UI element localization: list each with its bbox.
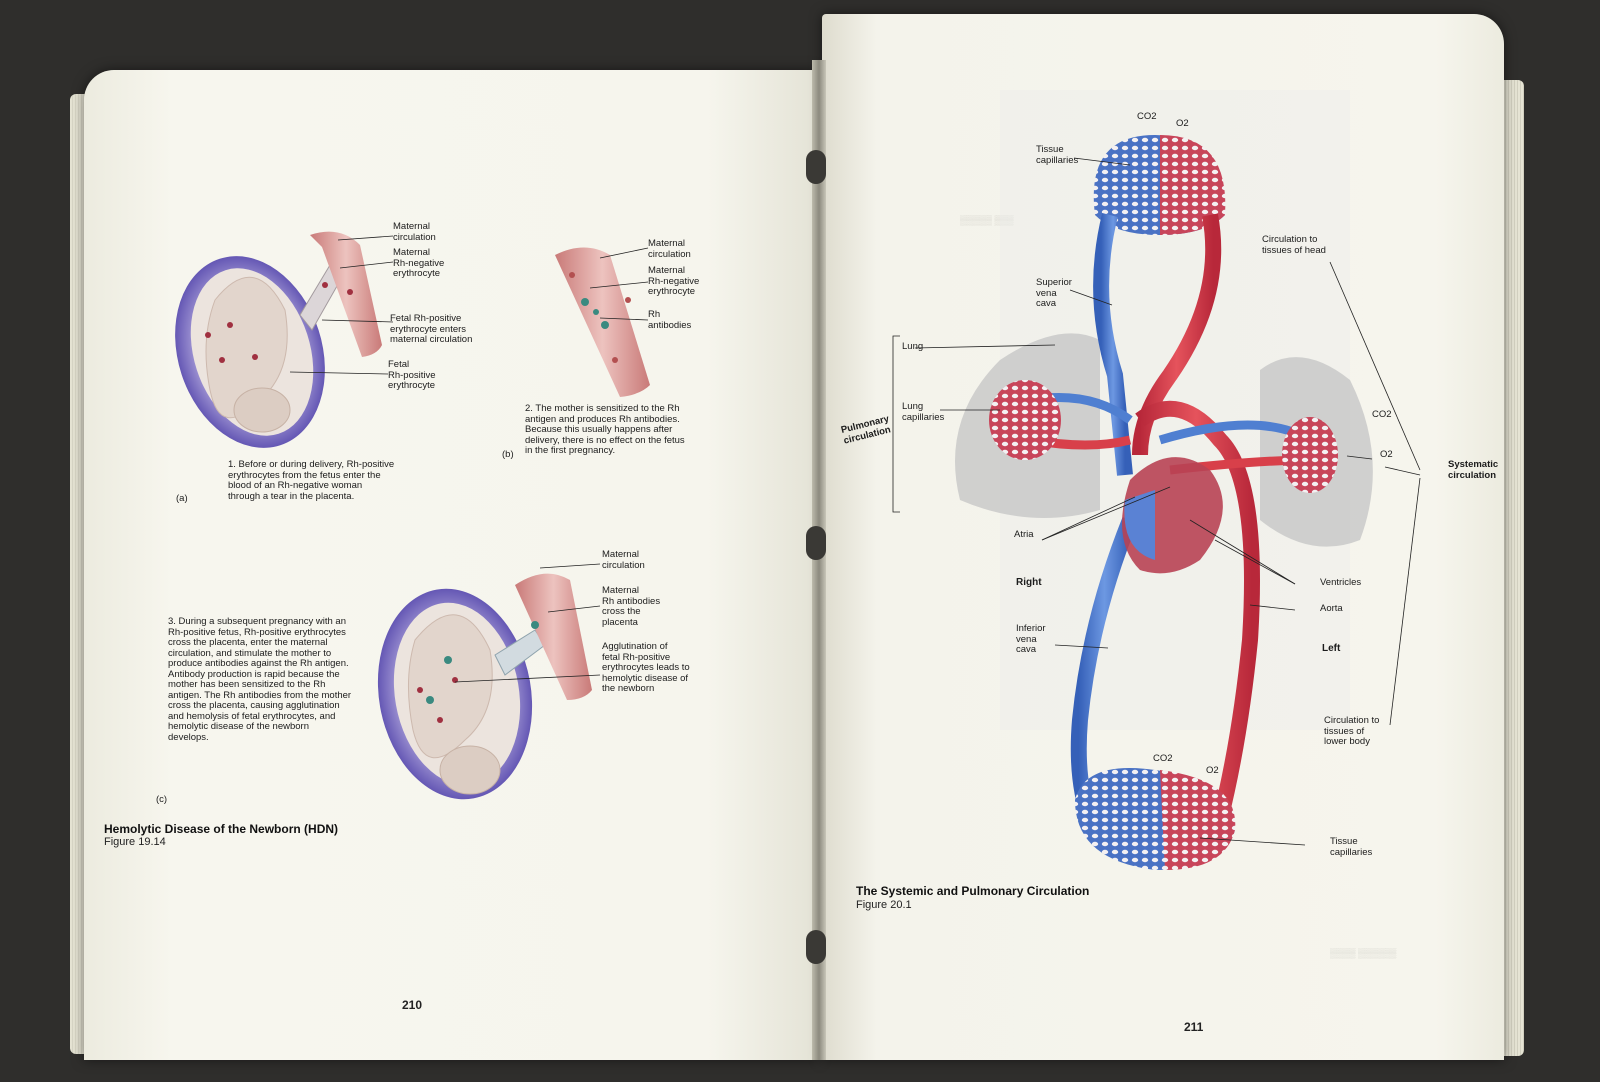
right-figure-number: Figure 20.1: [856, 899, 912, 911]
binder-hole-top: [806, 150, 826, 184]
circulation-head-label: Circulation to tissues of head: [1262, 234, 1326, 256]
co2-top-label: CO2: [1137, 111, 1157, 122]
systematic-circulation-label: Systematic circulation: [1448, 459, 1499, 481]
superior-vena-cava-label: Superior vena cava: [1036, 277, 1072, 309]
panel-b-label-rh-antibodies: Rh antibodies: [648, 309, 692, 331]
left-page: [84, 70, 818, 1060]
panel-a-letter: (a): [176, 493, 188, 504]
right-figure-title: The Systemic and Pulmonary Circulation: [856, 884, 1090, 898]
panel-a-label-fetal-enters: Fetal Rh-positive erythrocyte enters mat…: [390, 313, 473, 345]
o2-bottom-label: O2: [1206, 765, 1219, 776]
binder-hole-middle: [806, 526, 826, 560]
o2-top-label: O2: [1176, 118, 1189, 129]
lung-label: Lung: [902, 341, 924, 352]
panel-c-label-agglutination: Agglutination of fetal Rh-positive eryth…: [602, 641, 690, 694]
co2-bottom-label: CO2: [1153, 753, 1173, 764]
panel-b-label-maternal-circulation: Maternal circulation: [648, 238, 691, 260]
panel-a-label-rh-negative: Maternal Rh-negative erythrocyte: [393, 247, 445, 279]
aorta-label: Aorta: [1320, 603, 1343, 614]
panel-c-step-text: 3. During a subsequent pregnancy with an…: [168, 616, 352, 743]
inferior-vena-cava-label: Inferior vena cava: [1016, 623, 1046, 655]
panel-a-label-maternal-circulation: Maternal circulation: [393, 221, 436, 243]
right-side-label: Right: [1016, 577, 1042, 588]
binder-hole-bottom: [806, 930, 826, 964]
panel-a-label-fetal-rh-positive: Fetal Rh-positive erythrocyte: [388, 359, 436, 391]
co2-right-label: CO2: [1372, 409, 1392, 420]
left-figure-number: Figure 19.14: [104, 836, 166, 848]
right-page-number: 211: [1184, 1020, 1204, 1034]
atria-label: Atria: [1014, 529, 1034, 540]
panel-a-step-text: 1. Before or during delivery, Rh-positiv…: [228, 459, 395, 502]
left-figure-title: Hemolytic Disease of the Newborn (HDN): [104, 822, 339, 836]
circulation-lower-label: Circulation to tissues of lower body: [1324, 715, 1380, 747]
left-page-number: 210: [402, 998, 423, 1012]
book-spine: [812, 60, 826, 1060]
lung-capillaries-label: Lung capillaries: [902, 401, 945, 423]
lung-capillaries-right: [1282, 417, 1338, 493]
left-side-label: Left: [1322, 643, 1341, 654]
panel-c-illustration: [377, 573, 592, 800]
panel-b-letter: (b): [502, 449, 514, 460]
panel-c-letter: (c): [156, 794, 168, 805]
panel-b-label-rh-negative: Maternal Rh-negative erythrocyte: [648, 265, 700, 297]
tissue-capillaries-bottom-label: Tissue capillaries: [1330, 836, 1373, 858]
show-through-text-2: ▒▒▒▒ ▒▒▒▒▒▒: [1330, 948, 1397, 958]
show-through-text: ▒▒▒▒▒ ▒▒▒: [960, 215, 1014, 225]
panel-b-step-text: 2. The mother is sensitized to the Rh an…: [525, 403, 685, 456]
lung-capillaries-left: [989, 380, 1061, 460]
page-edges-right: [1500, 80, 1524, 1056]
panel-b-illustration: [555, 247, 650, 397]
o2-right-label: O2: [1380, 449, 1393, 460]
panel-c-label-antibodies-cross: Maternal Rh antibodies cross the placent…: [602, 585, 661, 628]
ventricles-label: Ventricles: [1320, 577, 1362, 588]
tissue-capillaries-top-label: Tissue capillaries: [1036, 144, 1079, 166]
panel-c-label-maternal-circulation: Maternal circulation: [602, 549, 645, 571]
panel-a-illustration: [175, 231, 382, 448]
